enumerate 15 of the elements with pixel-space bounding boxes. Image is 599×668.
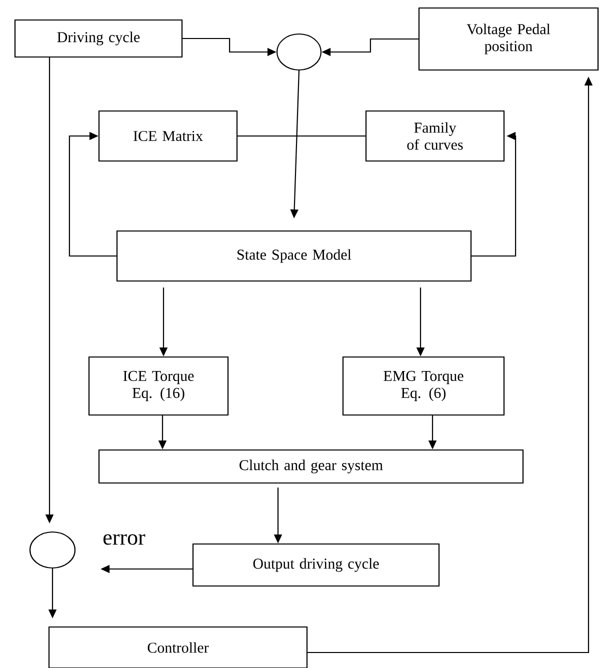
process-box: ICE Torque Eq. (16): [88, 356, 229, 416]
summing-junction: [276, 33, 322, 71]
edge-label: error: [102, 533, 146, 546]
arrow: [68, 132, 116, 257]
process-box: Driving cycle: [14, 19, 183, 58]
summing-junction: [29, 531, 76, 569]
process-box: Family of curves: [365, 110, 505, 162]
process-box: Output driving cycle: [192, 543, 440, 587]
process-box: Clutch and gear system: [98, 449, 524, 484]
process-box: Controller: [48, 626, 308, 668]
process-box: Voltage Pedal position: [418, 7, 599, 71]
process-box: ICE Matrix: [98, 110, 238, 162]
process-box: EMG Torque Eq. (6): [342, 356, 505, 416]
connector-line: [238, 135, 366, 137]
process-box: State Space Model: [116, 230, 472, 282]
